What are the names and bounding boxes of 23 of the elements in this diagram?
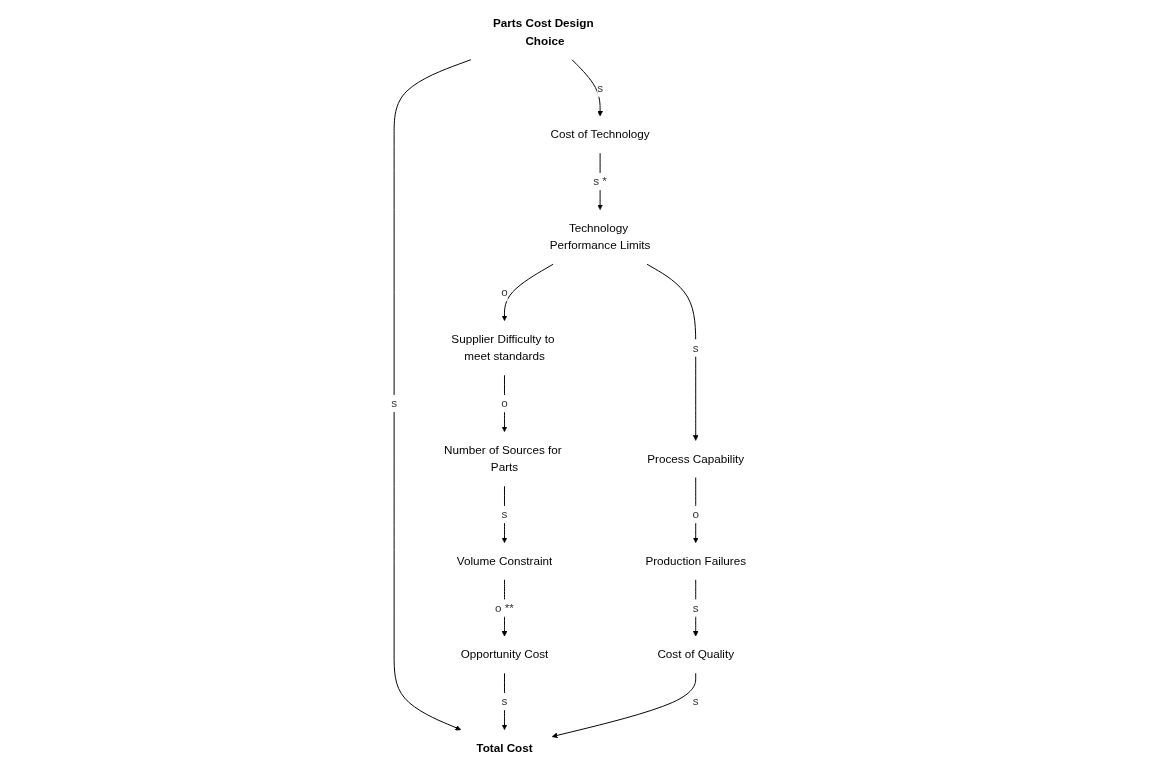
edge-label: o [501,285,508,299]
edge-label: s * [593,174,608,188]
edge-label: s [501,507,508,521]
edge-label: s [692,601,699,615]
node-text: Opportunity Cost [460,647,549,661]
edge-label: s [692,694,699,708]
edge-label: s [692,341,699,355]
node-text: Cost of Quality [657,647,735,661]
edge-label: o ** [495,601,515,615]
node-text: Process Capability [647,452,745,466]
node-text: Total Cost [476,741,533,755]
node-text: Cost of Technology [550,127,650,141]
edge-label: o [501,396,508,410]
node-text: Supplier Difficulty to meet standards [451,332,555,363]
node-text: Volume Constraint [456,554,553,568]
node-text: Production Failures [645,554,747,568]
node-text: Technology Performance Limits [549,221,651,252]
edge-label: s [501,694,508,708]
edge-label: s [597,81,604,95]
node-text: Parts Cost Design Choice [493,16,594,48]
edge-label: s [391,396,398,410]
node-text: Number of Sources for Parts [444,443,562,474]
edge-label: o [692,507,700,521]
